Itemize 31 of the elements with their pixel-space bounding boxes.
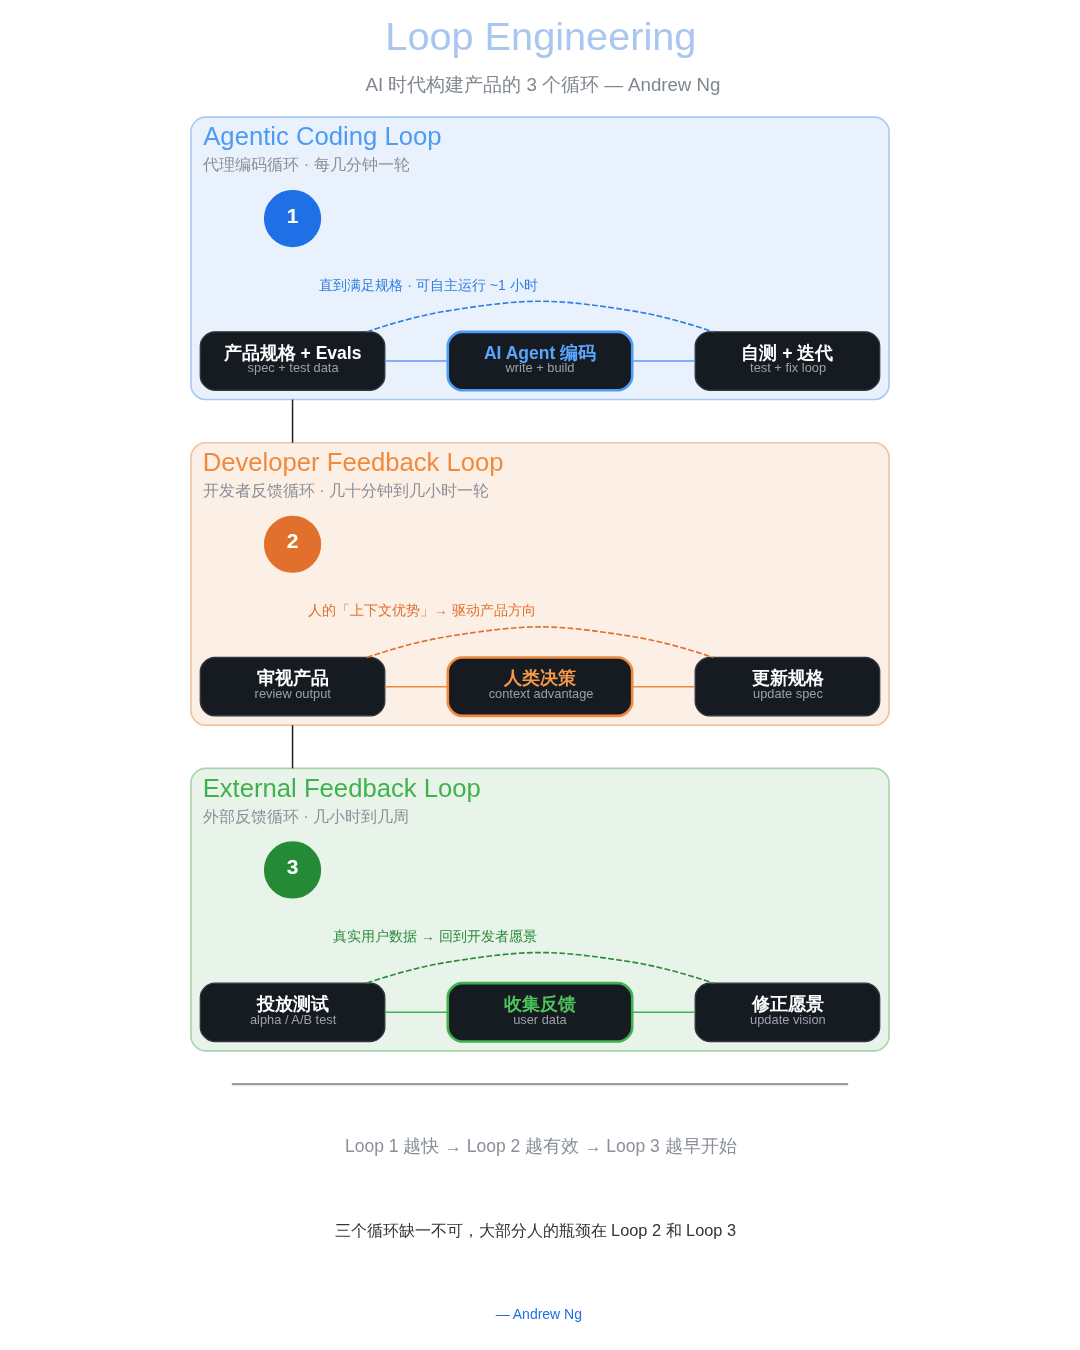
connector [291,724,294,770]
label: 三个循环缺一不可，大部分人的瓶颈在 Loop 2 和 Loop 3 [334,1221,737,1240]
connector [291,398,294,444]
node-box: 修正愿景 update vision [694,982,881,1043]
edge-label: 直到满足规格 · 可自主运行 ~1 小时 [319,276,538,293]
diagram-title: Loop Engineering [385,13,697,58]
node-box: 产品规格 + Evals spec + test data [199,331,386,391]
label: Loop 1 越快 → Loop 2 越有效 → Loop 3 越早开始 [345,1135,737,1156]
node-circle: 2 [263,515,322,573]
edge-label: 人的「上下文优势」→ 驱动产品方向 [307,602,536,619]
connector [384,360,449,362]
edge-label: 真实用户数据 → 回到开发者愿景 [332,928,537,945]
connector [366,300,714,333]
node-box: 收集反馈 user data [446,981,634,1043]
label: AI 时代构建产品的 3 个循环 — Andrew Ng [365,74,721,96]
node-box: 投放测试 alpha / A/B test [199,982,386,1043]
connector [366,951,714,984]
connector [384,1011,449,1014]
node-circle: 1 [263,190,322,248]
connector [366,626,714,659]
node-box: 审视产品 review output [199,656,386,717]
node-box: AI Agent 编码 write + build [446,330,634,392]
node-circle: 3 [263,841,322,899]
connector [631,1011,696,1014]
connector [631,360,696,362]
connector [631,685,696,688]
connector [384,685,449,688]
label: — Andrew Ng [495,1306,583,1323]
node-box: 自测 + 迭代 test + fix loop [694,331,881,391]
node-box: 人类决策 context advantage [446,656,634,718]
node-box: 更新规格 update spec [694,656,881,717]
